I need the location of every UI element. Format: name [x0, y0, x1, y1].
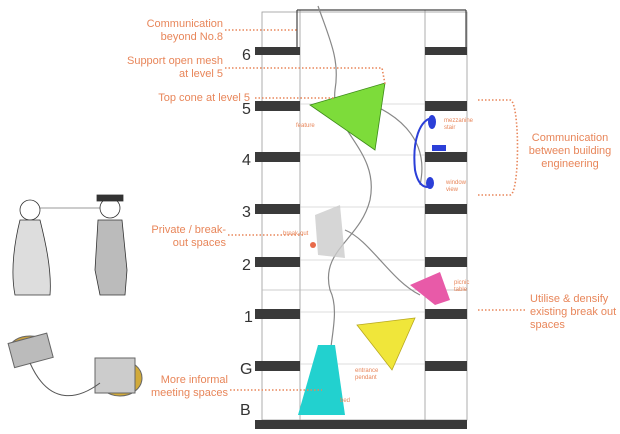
slab-level-1-left	[255, 309, 300, 319]
blue-mouthpiece	[426, 177, 434, 189]
annotation-utilise-densify: Utilise & densify existing break out spa…	[530, 293, 617, 331]
leader-lines	[225, 29, 525, 391]
slab-level-5-left	[255, 101, 300, 111]
level-2-label: 2	[242, 257, 251, 274]
slab-level-4-left	[255, 152, 300, 162]
level-1-label: 1	[244, 309, 253, 326]
leader-support-mesh	[225, 67, 386, 85]
string-tube	[317, 5, 372, 361]
slab-level-b	[255, 420, 467, 429]
tin-can-phone-illustration	[7, 332, 143, 397]
string-to-picnic	[344, 229, 421, 296]
yellow-cone	[356, 317, 416, 371]
level-b-label: B	[240, 402, 251, 419]
annotation-private-breakout: Private / break-out spaces	[151, 224, 226, 249]
roof-frame	[296, 9, 467, 47]
level-g-label: G	[240, 361, 253, 378]
label-break-out: break-out	[283, 231, 309, 237]
annotation-support-mesh: Support open mesh at level 5	[126, 55, 223, 80]
leader-engineering	[478, 99, 519, 196]
magenta-cone	[410, 272, 450, 305]
label-mezzanine-stair: mezzanine stair	[444, 118, 474, 131]
slab-level-3-right	[425, 204, 467, 214]
slab-level-6-right	[425, 47, 467, 55]
telephone-people-illustration	[12, 194, 128, 296]
annotation-top-cone: Top cone at level 5	[158, 92, 250, 104]
floor-slabs	[255, 47, 467, 429]
blue-earpiece	[428, 115, 436, 129]
label-bed: bed	[340, 398, 351, 404]
level-5-label: 5	[242, 101, 251, 118]
slab-level-g-right	[425, 361, 467, 371]
slab-level-1-right	[425, 309, 467, 319]
blue-phone	[413, 117, 433, 188]
slab-level-3-left	[255, 204, 300, 214]
slab-level-2-left	[255, 257, 300, 267]
level-4-label: 4	[242, 152, 251, 169]
slab-level-4-right	[425, 152, 467, 162]
label-picnic-table: picnic table	[454, 280, 470, 293]
level-3-label: 3	[242, 204, 251, 221]
annotation-comm-engineering: Communication between building engineeri…	[528, 132, 612, 170]
annotation-informal-meeting: More informal meeting spaces	[150, 374, 228, 399]
annotation-comm-beyond: Communication beyond No.8	[146, 18, 223, 43]
green-cone	[309, 82, 386, 151]
blue-stair	[432, 145, 446, 151]
slab-level-5-right	[425, 101, 467, 111]
gray-cone	[315, 205, 345, 258]
label-feature: feature	[296, 123, 315, 129]
label-window-view: window view	[446, 180, 467, 193]
level-6-label: 6	[242, 47, 251, 64]
label-entrance-pendant: entrance pendant	[355, 368, 379, 381]
slab-level-g-left	[255, 361, 300, 371]
slab-level-2-right	[425, 257, 467, 267]
slab-level-6-left	[255, 47, 300, 55]
cyan-cone	[298, 345, 345, 415]
red-marker	[310, 242, 316, 248]
